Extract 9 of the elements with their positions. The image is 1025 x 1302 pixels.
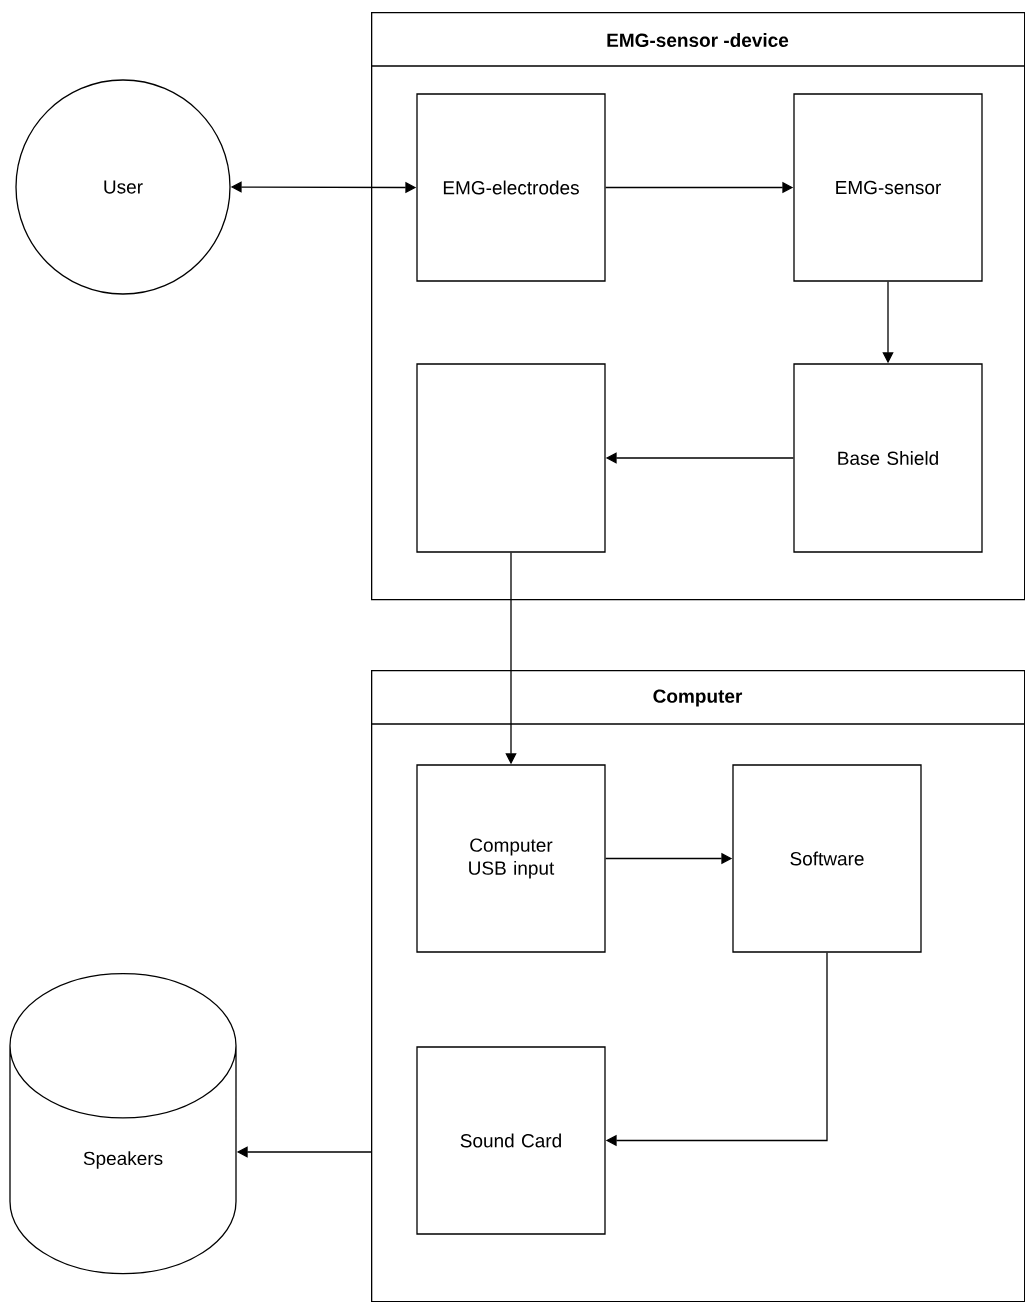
process-box: Computer USB input (416, 764, 606, 953)
cylinder-node: Speakers (9, 973, 237, 1275)
process-box: EMG-sensor (793, 93, 983, 282)
process-box (416, 363, 606, 553)
circle-node: User (15, 79, 231, 295)
process-box: Base Shield (793, 363, 983, 553)
process-box: Software (732, 764, 922, 953)
process-box: EMG-electrodes (416, 93, 606, 282)
process-box: Sound Card (416, 1046, 606, 1235)
